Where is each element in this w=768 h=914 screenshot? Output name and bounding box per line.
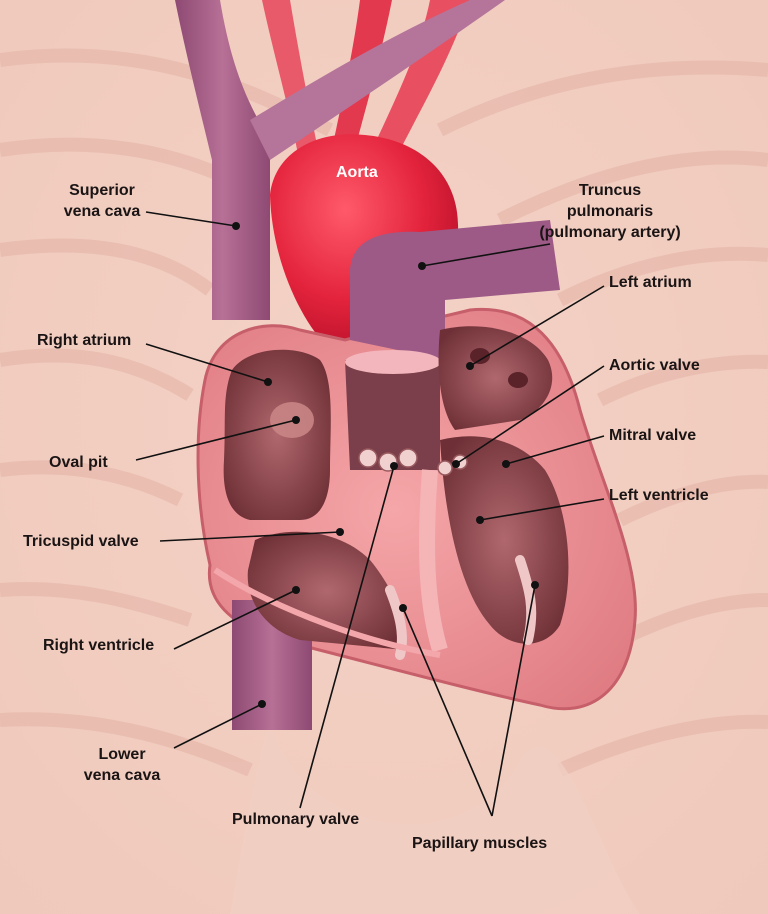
label-aortic-valve: Aortic valve: [609, 357, 700, 374]
label-right-ventricle: Right ventricle: [43, 637, 155, 654]
label-right-atrium: Right atrium: [37, 332, 132, 349]
label-mitral-valve: Mitral valve: [609, 427, 697, 444]
label-superior-vena-cava: Superior vena cava: [63, 182, 141, 220]
label-pulmonary-valve: Pulmonary valve: [232, 811, 360, 828]
label-oval-pit: Oval pit: [49, 454, 108, 471]
label-papillary-muscles: Papillary muscles: [412, 835, 548, 852]
label-left-atrium: Left atrium: [609, 274, 692, 291]
label-truncus-pulmonaris: Truncus pulmonaris (pulmonary artery): [539, 182, 681, 241]
label-lower-vena-cava: Lower vena cava: [83, 746, 161, 784]
label-aorta: Aorta: [336, 164, 378, 181]
label-left-ventricle: Left ventricle: [609, 487, 709, 504]
label-tricuspid-valve: Tricuspid valve: [23, 533, 139, 550]
